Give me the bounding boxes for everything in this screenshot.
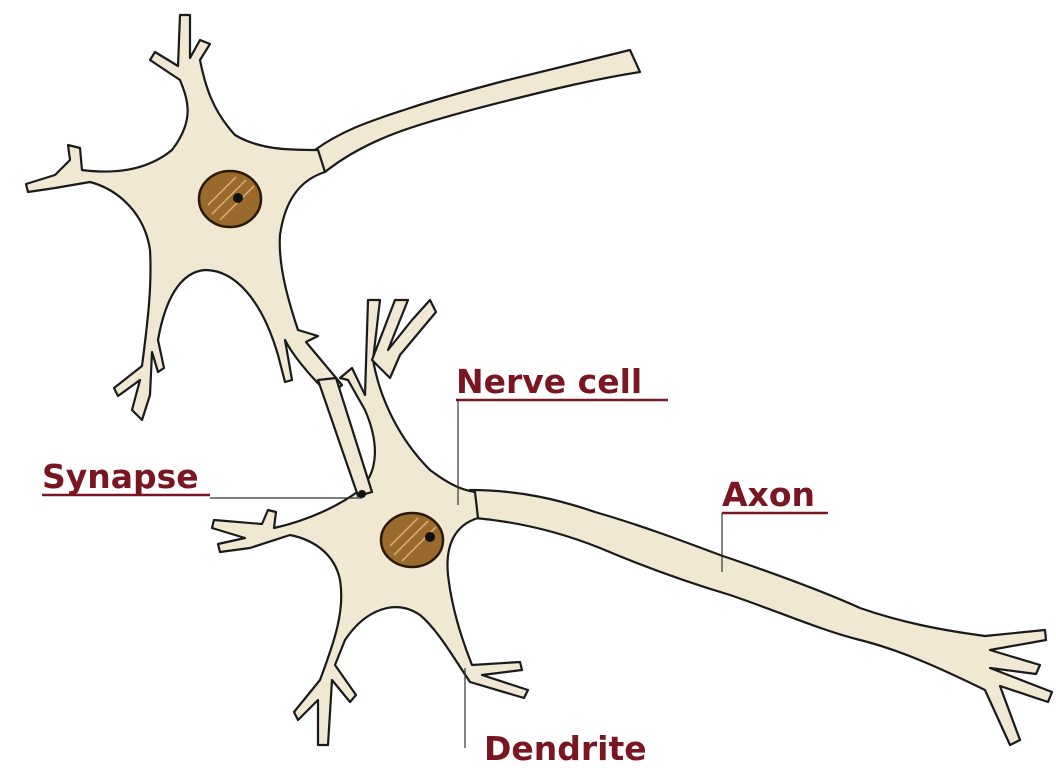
label-synapse: Synapse [42,457,210,496]
nerve-cell-label: Nerve cell [456,362,642,401]
label-nerve-cell: Nerve cell [456,362,668,401]
lower-neuron-nucleolus [425,532,435,542]
upper-neuron-nucleus [199,171,261,227]
upper-neuron [26,15,640,420]
label-axon: Axon [722,475,828,514]
upper-neuron-soma [26,15,342,420]
label-dendrite: Dendrite [484,729,647,768]
upper-neuron-nucleolus [233,193,243,203]
dendrite-label: Dendrite [484,729,647,768]
lower-neuron-dendrite-upper [372,300,436,378]
synapse-point [358,490,366,498]
leader-lines [210,400,722,748]
synapse-label: Synapse [42,457,199,496]
axon-label: Axon [722,475,815,514]
upper-neuron-axon [315,50,640,172]
lower-neuron-axon [470,490,1052,745]
